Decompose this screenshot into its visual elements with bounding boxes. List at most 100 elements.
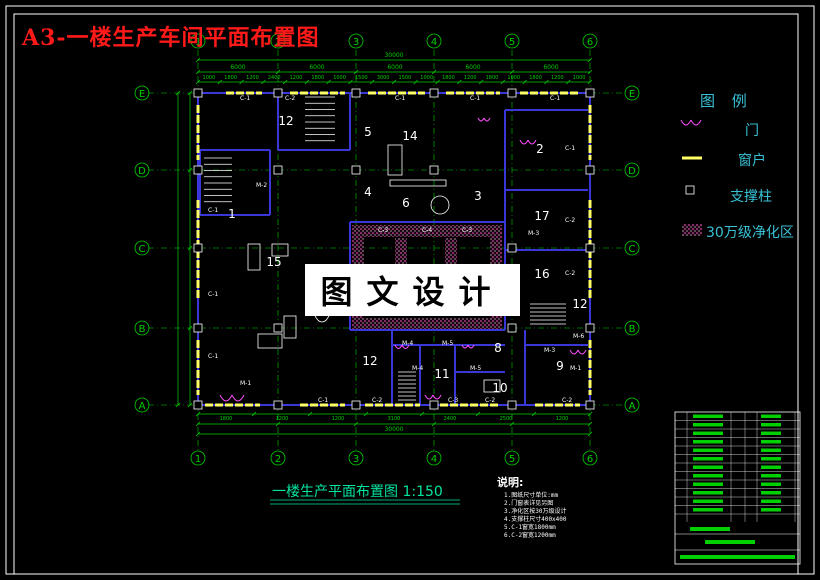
equipment: [283, 315, 297, 339]
axis-bubble: [426, 450, 442, 466]
column: [351, 165, 361, 175]
inner-border: [13, 13, 799, 575]
dimension-tick: [587, 411, 593, 417]
room-number: 10: [492, 381, 507, 395]
window-tag: C-1: [208, 291, 218, 298]
dimension-tick: [509, 69, 515, 75]
dimension-detail: 3100: [388, 416, 401, 422]
dimension-detail: 1800: [529, 75, 542, 81]
title-block-text: [680, 555, 795, 559]
window-tag: C-2: [562, 397, 572, 404]
axis-bubble: [190, 450, 206, 466]
window-tag: C-1: [318, 397, 328, 404]
door: [424, 394, 442, 400]
room-number: 8: [494, 341, 502, 355]
room-number: 6: [402, 196, 410, 210]
door: [569, 349, 587, 355]
notes-line: 6.C-2窗宽1200mm: [504, 532, 556, 539]
title-block-text: [693, 431, 723, 435]
axis-label: 5: [509, 37, 515, 48]
column: [193, 165, 203, 175]
dimension-tick: [363, 411, 369, 417]
axis-bubble: [134, 240, 150, 256]
dimension-total: 30000: [384, 52, 403, 59]
title-block-text: [761, 491, 781, 495]
dimension-tick: [413, 79, 419, 85]
dimension-tick: [187, 90, 193, 96]
title-block-text: [693, 414, 723, 418]
dimension-tick: [431, 421, 437, 427]
dimension-span: 6000: [230, 64, 245, 71]
wall-layer: [197, 92, 591, 406]
dimension-detail: 3000: [377, 75, 390, 81]
title-block-frame: [674, 411, 801, 565]
window-tag: C-1: [550, 95, 560, 102]
axis-bubble: [134, 320, 150, 336]
dimension-detail: 1000: [203, 75, 216, 81]
dimension-tick: [478, 79, 484, 85]
dimension-tick: [509, 421, 515, 427]
column: [585, 88, 595, 98]
dimension-tick: [391, 79, 397, 85]
column: [193, 243, 203, 253]
dimension-tick: [187, 245, 193, 251]
room-number: 5: [364, 125, 372, 139]
dimension-tick: [307, 411, 313, 417]
notes-line: 4.支撑柱尺寸400x400: [504, 516, 567, 523]
dimension-tick: [369, 79, 375, 85]
axis-bubble: [624, 397, 640, 413]
column: [429, 88, 439, 98]
drawing-subtitle: 一楼生产平面布置图 1:150: [272, 484, 443, 500]
column-swatch: [685, 185, 695, 195]
axis-label: 1: [195, 37, 201, 48]
dimension-tick: [353, 69, 359, 75]
equipment: [247, 243, 261, 271]
room-number: 15: [266, 255, 281, 269]
axis-bubble: [624, 162, 640, 178]
column: [273, 165, 283, 175]
column: [351, 400, 361, 410]
dimension-tick: [348, 79, 353, 85]
dimension-detail: 1200: [551, 75, 564, 81]
dimension-tick: [275, 421, 281, 427]
axis-label: C: [629, 244, 636, 255]
dimension-tick: [419, 411, 425, 417]
dimension-span: 6000: [465, 64, 480, 71]
equipment: [387, 144, 403, 176]
axis-bubble: [348, 33, 364, 49]
dimension-tick: [431, 69, 437, 75]
axis-bubble: [504, 33, 520, 49]
axis-label: D: [628, 166, 636, 177]
legend-label-clean-zone: 30万级净化区: [706, 225, 794, 241]
dimension-tick: [457, 79, 462, 85]
door-tag: M-5: [442, 340, 453, 347]
tank: [430, 195, 450, 215]
dimension-detail: 1200: [246, 75, 259, 81]
dimension-tick: [435, 79, 440, 85]
dimension-tick: [187, 402, 193, 408]
column: [585, 165, 595, 175]
dimension-span: 6000: [387, 64, 402, 71]
title-block-text: [690, 527, 730, 531]
dimension-detail: 1200: [276, 416, 289, 422]
title-block-text: [693, 457, 723, 461]
equipment-layer: [204, 96, 566, 401]
column: [351, 88, 361, 98]
dimension-tick: [195, 431, 201, 437]
axis-label: B: [629, 324, 636, 335]
door: [519, 139, 537, 145]
dimension-detail: 2500: [500, 416, 513, 422]
axis-bubble: [270, 450, 286, 466]
dimension-detail: 1000: [333, 75, 346, 81]
axis-bubble: [134, 397, 150, 413]
dimension-tick: [531, 411, 537, 417]
axis-label: 3: [353, 454, 359, 465]
door-tag: M-2: [256, 182, 267, 189]
notes-line: 3.净化区按30万级设计: [504, 508, 567, 515]
axis-label: 4: [431, 37, 437, 48]
dimension-tick: [353, 421, 359, 427]
door-tag: M-1: [570, 365, 581, 372]
equipment: [257, 333, 283, 349]
dimension-tick: [587, 421, 593, 427]
